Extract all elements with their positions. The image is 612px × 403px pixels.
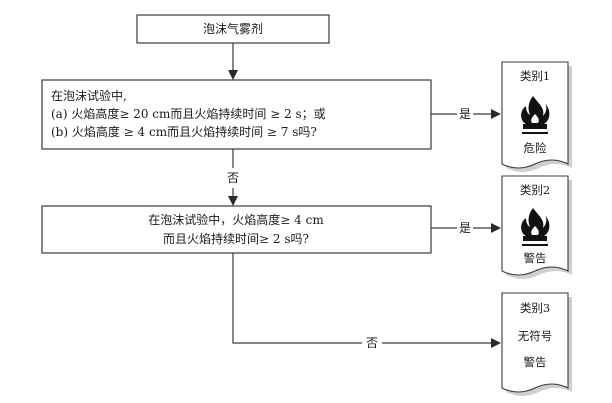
result-3-symbol: 无符号 bbox=[518, 329, 553, 343]
edge-yes-1: 是 bbox=[431, 107, 501, 121]
edge-no-1: 否 bbox=[227, 149, 239, 206]
connector-start-q1 bbox=[228, 43, 238, 80]
start-node: 泡沫气雾剂 bbox=[136, 14, 330, 44]
start-label: 泡沫气雾剂 bbox=[203, 21, 263, 36]
edge-no-1-label: 否 bbox=[227, 171, 239, 185]
result-2-signal: 警告 bbox=[524, 251, 547, 265]
question-node-1: 在泡沫试验中, (a) 火焰高度≥ 20 cm而且火焰持续时间 ≥ 2 s；或 … bbox=[41, 79, 432, 150]
result-category-3: 类别3 无符号 警告 bbox=[501, 292, 572, 396]
result-category-2: 类别2 警告 bbox=[501, 175, 572, 279]
result-2-category: 类别2 bbox=[520, 183, 550, 197]
result-1-signal: 危险 bbox=[524, 141, 547, 155]
q1-line1: 在泡沫试验中, bbox=[51, 88, 127, 103]
question-node-2: 在泡沫试验中，火焰高度≥ 4 cm 而且火焰持续时间≥ 2 s吗? bbox=[41, 205, 432, 254]
edge-yes-1-label: 是 bbox=[459, 107, 471, 121]
edge-no-2: 否 bbox=[232, 253, 501, 350]
edge-no-2-label: 否 bbox=[366, 336, 378, 350]
edge-yes-2-label: 是 bbox=[459, 221, 471, 235]
result-category-1: 类别1 危险 bbox=[501, 61, 572, 172]
result-1-category: 类别1 bbox=[520, 69, 550, 83]
result-3-category: 类别3 bbox=[520, 301, 550, 315]
q2-line1: 在泡沫试验中，火焰高度≥ 4 cm bbox=[148, 212, 324, 227]
q1-line2: (a) 火焰高度≥ 20 cm而且火焰持续时间 ≥ 2 s；或 bbox=[51, 106, 326, 121]
q1-line3: (b) 火焰高度 ≥ 4 cm而且火焰持续时间 ≥ 7 s吗? bbox=[51, 124, 317, 139]
q2-line2: 而且火焰持续时间≥ 2 s吗? bbox=[163, 231, 309, 246]
result-3-signal: 警告 bbox=[524, 355, 547, 369]
edge-yes-2: 是 bbox=[431, 221, 501, 235]
